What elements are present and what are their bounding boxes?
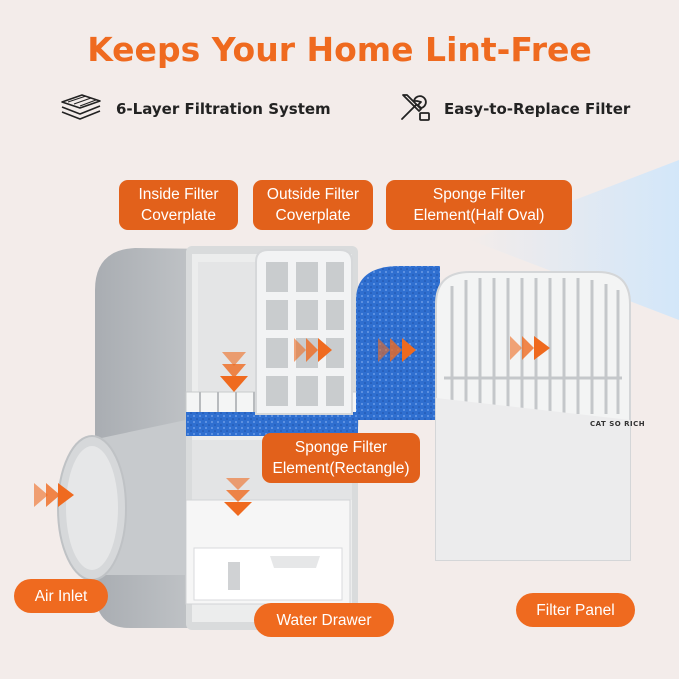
callout-filter-panel: Filter Panel — [516, 593, 635, 627]
airflow-glow — [470, 160, 679, 320]
outside-filter-coverplate — [255, 249, 353, 415]
callout-sponge-rectangle-line2: Element(Rectangle) — [272, 460, 410, 477]
page-title: Keeps Your Home Lint-Free — [87, 30, 592, 69]
airflow-arrows — [34, 336, 550, 516]
brand-text: CAT SO RICH — [590, 420, 646, 428]
callout-sponge-rectangle: Sponge Filter Element(Rectangle) — [262, 433, 420, 483]
callout-outside-coverplate: Outside Filter Coverplate — [253, 180, 373, 230]
callout-inside-coverplate: Inside Filter Coverplate — [119, 180, 238, 230]
callout-outside-coverplate-line1: Outside Filter — [266, 186, 360, 203]
filter-panel — [435, 271, 631, 561]
feature-replace-label: Easy-to-Replace Filter — [444, 100, 631, 118]
callout-sponge-half-oval: Sponge Filter Element(Half Oval) — [386, 180, 572, 230]
callout-inside-coverplate-line1: Inside Filter — [138, 186, 219, 203]
feature-replace: Easy-to-Replace Filter — [398, 94, 630, 124]
air-inlet-tube — [57, 420, 186, 581]
layers-icon — [58, 92, 104, 126]
callout-sponge-half-oval-line2: Element(Half Oval) — [413, 207, 545, 224]
feature-filtration-label: 6-Layer Filtration System — [116, 100, 331, 118]
callout-air-inlet: Air Inlet — [14, 579, 108, 613]
callout-inside-coverplate-line2: Coverplate — [141, 207, 216, 224]
sponge-rectangle — [186, 412, 358, 436]
tools-icon — [398, 91, 432, 127]
sponge-half-oval — [356, 266, 440, 420]
callout-outside-coverplate-line2: Coverplate — [275, 207, 351, 224]
callout-sponge-half-oval-line1: Sponge Filter — [432, 186, 526, 203]
callout-sponge-rectangle-line1: Sponge Filter — [294, 439, 388, 456]
water-drawer — [185, 499, 351, 605]
callout-water-drawer: Water Drawer — [254, 603, 394, 637]
feature-filtration: 6-Layer Filtration System — [58, 94, 331, 124]
